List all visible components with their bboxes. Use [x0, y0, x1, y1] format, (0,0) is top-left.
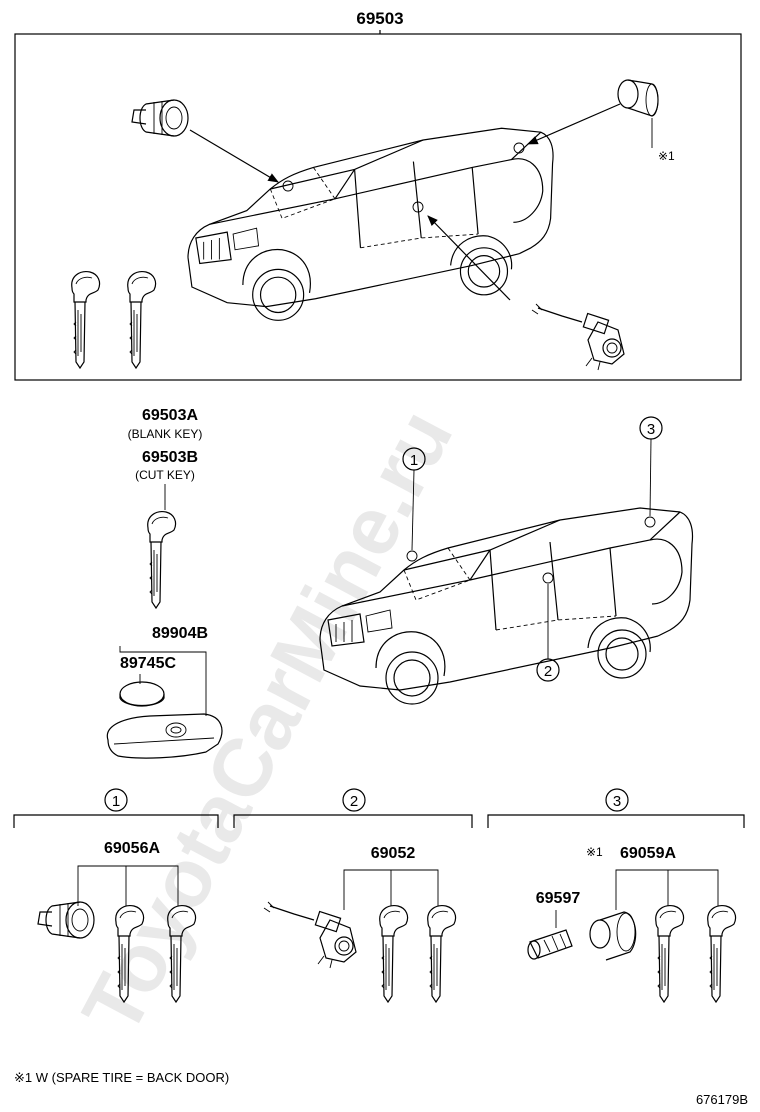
key-icon-1: [71, 271, 101, 369]
note-mark: ※1: [658, 149, 675, 163]
key-icon-section3-b: [707, 905, 737, 1003]
arrow-back-door: [527, 103, 621, 145]
door-lock-cylinder-icon: [531, 303, 625, 371]
leader-89904b: [119, 646, 207, 716]
part-number-69059a: 69059A: [620, 845, 676, 862]
ignition-cylinder-icon-section1: [37, 901, 95, 939]
lock-cylinder-small-icon: [527, 929, 573, 960]
footnote: ※1 W (SPARE TIRE = BACK DOOR): [14, 1070, 229, 1085]
arrow-ignition: [189, 129, 279, 183]
part-number-69052: 69052: [371, 845, 416, 862]
sleeve-icon: [589, 911, 637, 961]
svg-text:3: 3: [613, 793, 621, 810]
svg-text:2: 2: [350, 793, 358, 810]
svg-text:1: 1: [410, 452, 418, 469]
back-door-point: [513, 142, 525, 154]
part-number-69503a: 69503A: [142, 407, 198, 424]
door-point: [412, 201, 424, 213]
blank-key-label: (BLANK KEY): [128, 427, 203, 441]
section-1-header: 1: [13, 788, 219, 828]
part-number-69597: 69597: [536, 890, 581, 907]
section-2-header: 2: [233, 788, 473, 828]
part-number-69056a: 69056A: [104, 840, 160, 857]
key-icon-section2-a: [379, 905, 409, 1003]
transmitter-case-icon: [106, 713, 223, 759]
kit-box: [14, 33, 742, 381]
section-3-header: 3: [487, 788, 745, 828]
leader-69052: [343, 869, 439, 910]
part-number-89904b: 89904B: [152, 625, 208, 642]
svg-text:2: 2: [544, 663, 552, 680]
watermark: ToyotaCarMine.ru: [66, 396, 471, 1049]
callout-1: 1: [402, 447, 426, 551]
key-icon-single: [147, 511, 177, 609]
cut-key-label: (CUT KEY): [135, 468, 195, 482]
diagram-id: 676179B: [696, 1092, 748, 1107]
back-door-cylinder-icon: [617, 79, 659, 117]
key-icon-section3-a: [655, 905, 685, 1003]
note-mark-section3: ※1: [586, 845, 603, 859]
callout-2: 2: [536, 584, 560, 682]
part-number-69503: 69503: [356, 9, 403, 28]
svg-text:3: 3: [647, 421, 655, 438]
vehicle-illustration-top: [187, 127, 554, 321]
svg-text:1: 1: [112, 793, 120, 810]
battery-icon: [119, 681, 165, 707]
key-icon-section2-b: [427, 905, 457, 1003]
ignition-point: [282, 180, 294, 192]
leader-69056a: [77, 865, 179, 906]
leader-69059a: [615, 869, 719, 910]
key-icon-2: [127, 271, 157, 369]
door-lock-cylinder-icon-section2: [263, 901, 357, 969]
ignition-cylinder-icon: [131, 99, 189, 137]
callout-3: 3: [639, 416, 663, 517]
part-number-69503b: 69503B: [142, 449, 198, 466]
callout-point-3: [644, 516, 656, 528]
callout-point-1: [406, 550, 418, 562]
part-number-89745c: 89745C: [120, 655, 176, 672]
callout-point-2: [542, 572, 554, 584]
arrow-door: [427, 215, 511, 301]
